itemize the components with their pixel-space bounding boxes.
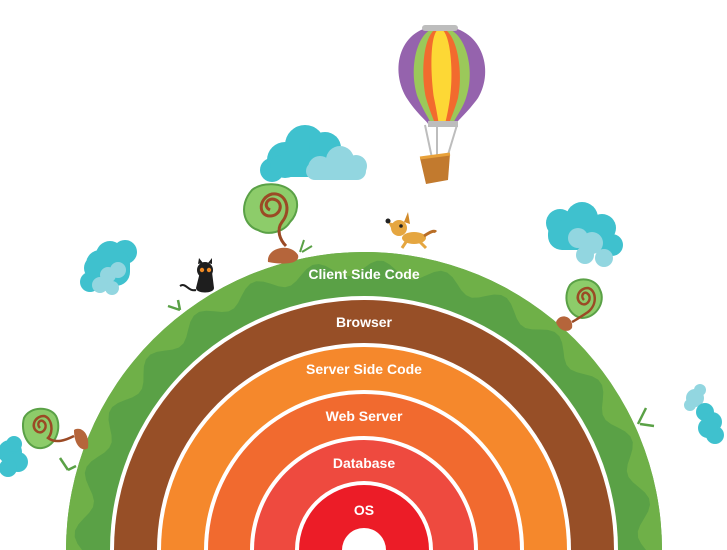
tree-right bbox=[556, 278, 603, 331]
tree-left bbox=[22, 407, 89, 472]
cloud-left-small bbox=[0, 436, 28, 477]
center-hole bbox=[342, 528, 386, 550]
cloud-top-center bbox=[260, 125, 367, 182]
cloud-right bbox=[546, 202, 623, 267]
grass-right bbox=[636, 407, 655, 428]
cloud-left bbox=[80, 240, 137, 295]
layer-ring-os bbox=[299, 485, 429, 550]
tree-top-left bbox=[243, 183, 313, 264]
cat-icon bbox=[179, 258, 214, 293]
hot-air-balloon bbox=[398, 25, 486, 184]
grass-left bbox=[167, 299, 182, 312]
cloud-right-small bbox=[684, 384, 724, 444]
dog-icon bbox=[385, 212, 438, 250]
layer-arcs bbox=[66, 252, 662, 550]
